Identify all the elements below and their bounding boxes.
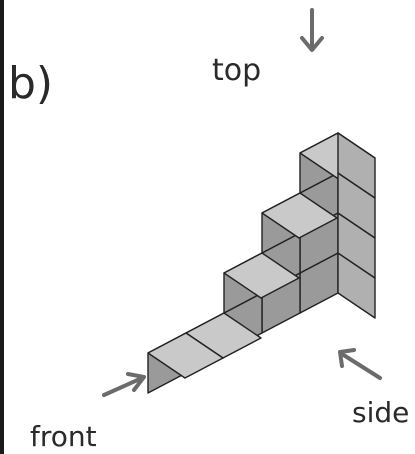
front-label: front bbox=[30, 420, 97, 453]
arrow-up-right-icon bbox=[102, 372, 146, 397]
cube-top-face bbox=[147, 332, 224, 379]
cube-side-face bbox=[337, 132, 376, 199]
side-label: side bbox=[352, 396, 409, 429]
top-label: top bbox=[212, 53, 261, 88]
scan-edge bbox=[0, 0, 4, 454]
figure-label: b) bbox=[8, 58, 53, 109]
arrow-up-left-icon bbox=[338, 348, 382, 380]
cube-top-face bbox=[261, 192, 338, 239]
cube-group bbox=[147, 132, 376, 394]
cube-top-face bbox=[223, 252, 300, 299]
arrow-down-icon bbox=[300, 8, 324, 52]
